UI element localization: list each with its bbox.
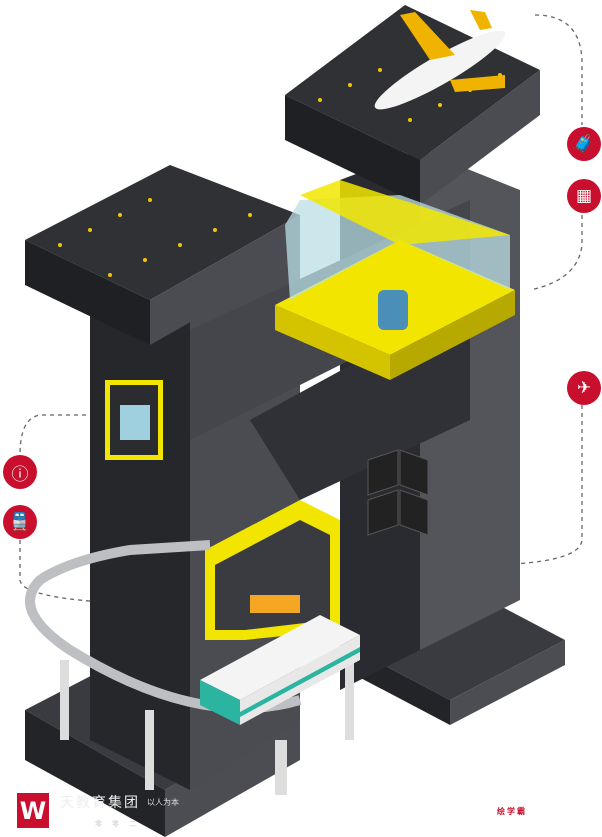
right-base-top <box>355 590 565 700</box>
info-icon: ⓘ <box>3 455 37 489</box>
brand-slogan: 以人为本 <box>147 798 179 807</box>
lockers <box>367 449 429 536</box>
train-icon: 🚆 <box>3 505 37 539</box>
left-runway <box>25 165 300 300</box>
logo-letter: W <box>19 796 47 825</box>
airplane <box>374 10 506 110</box>
luggage-icon: 🧳 <box>567 127 601 161</box>
footer-numbers: 零零二 <box>95 820 146 828</box>
plane-icon: ✈ <box>567 371 601 405</box>
brand-logo: W <box>17 793 49 828</box>
illustrator-credit: 绘学霸 <box>497 807 527 816</box>
qr-code-icon: ▦ <box>567 179 601 213</box>
brand-name: 天教育集团 <box>60 795 140 811</box>
monorail-train <box>200 615 360 725</box>
